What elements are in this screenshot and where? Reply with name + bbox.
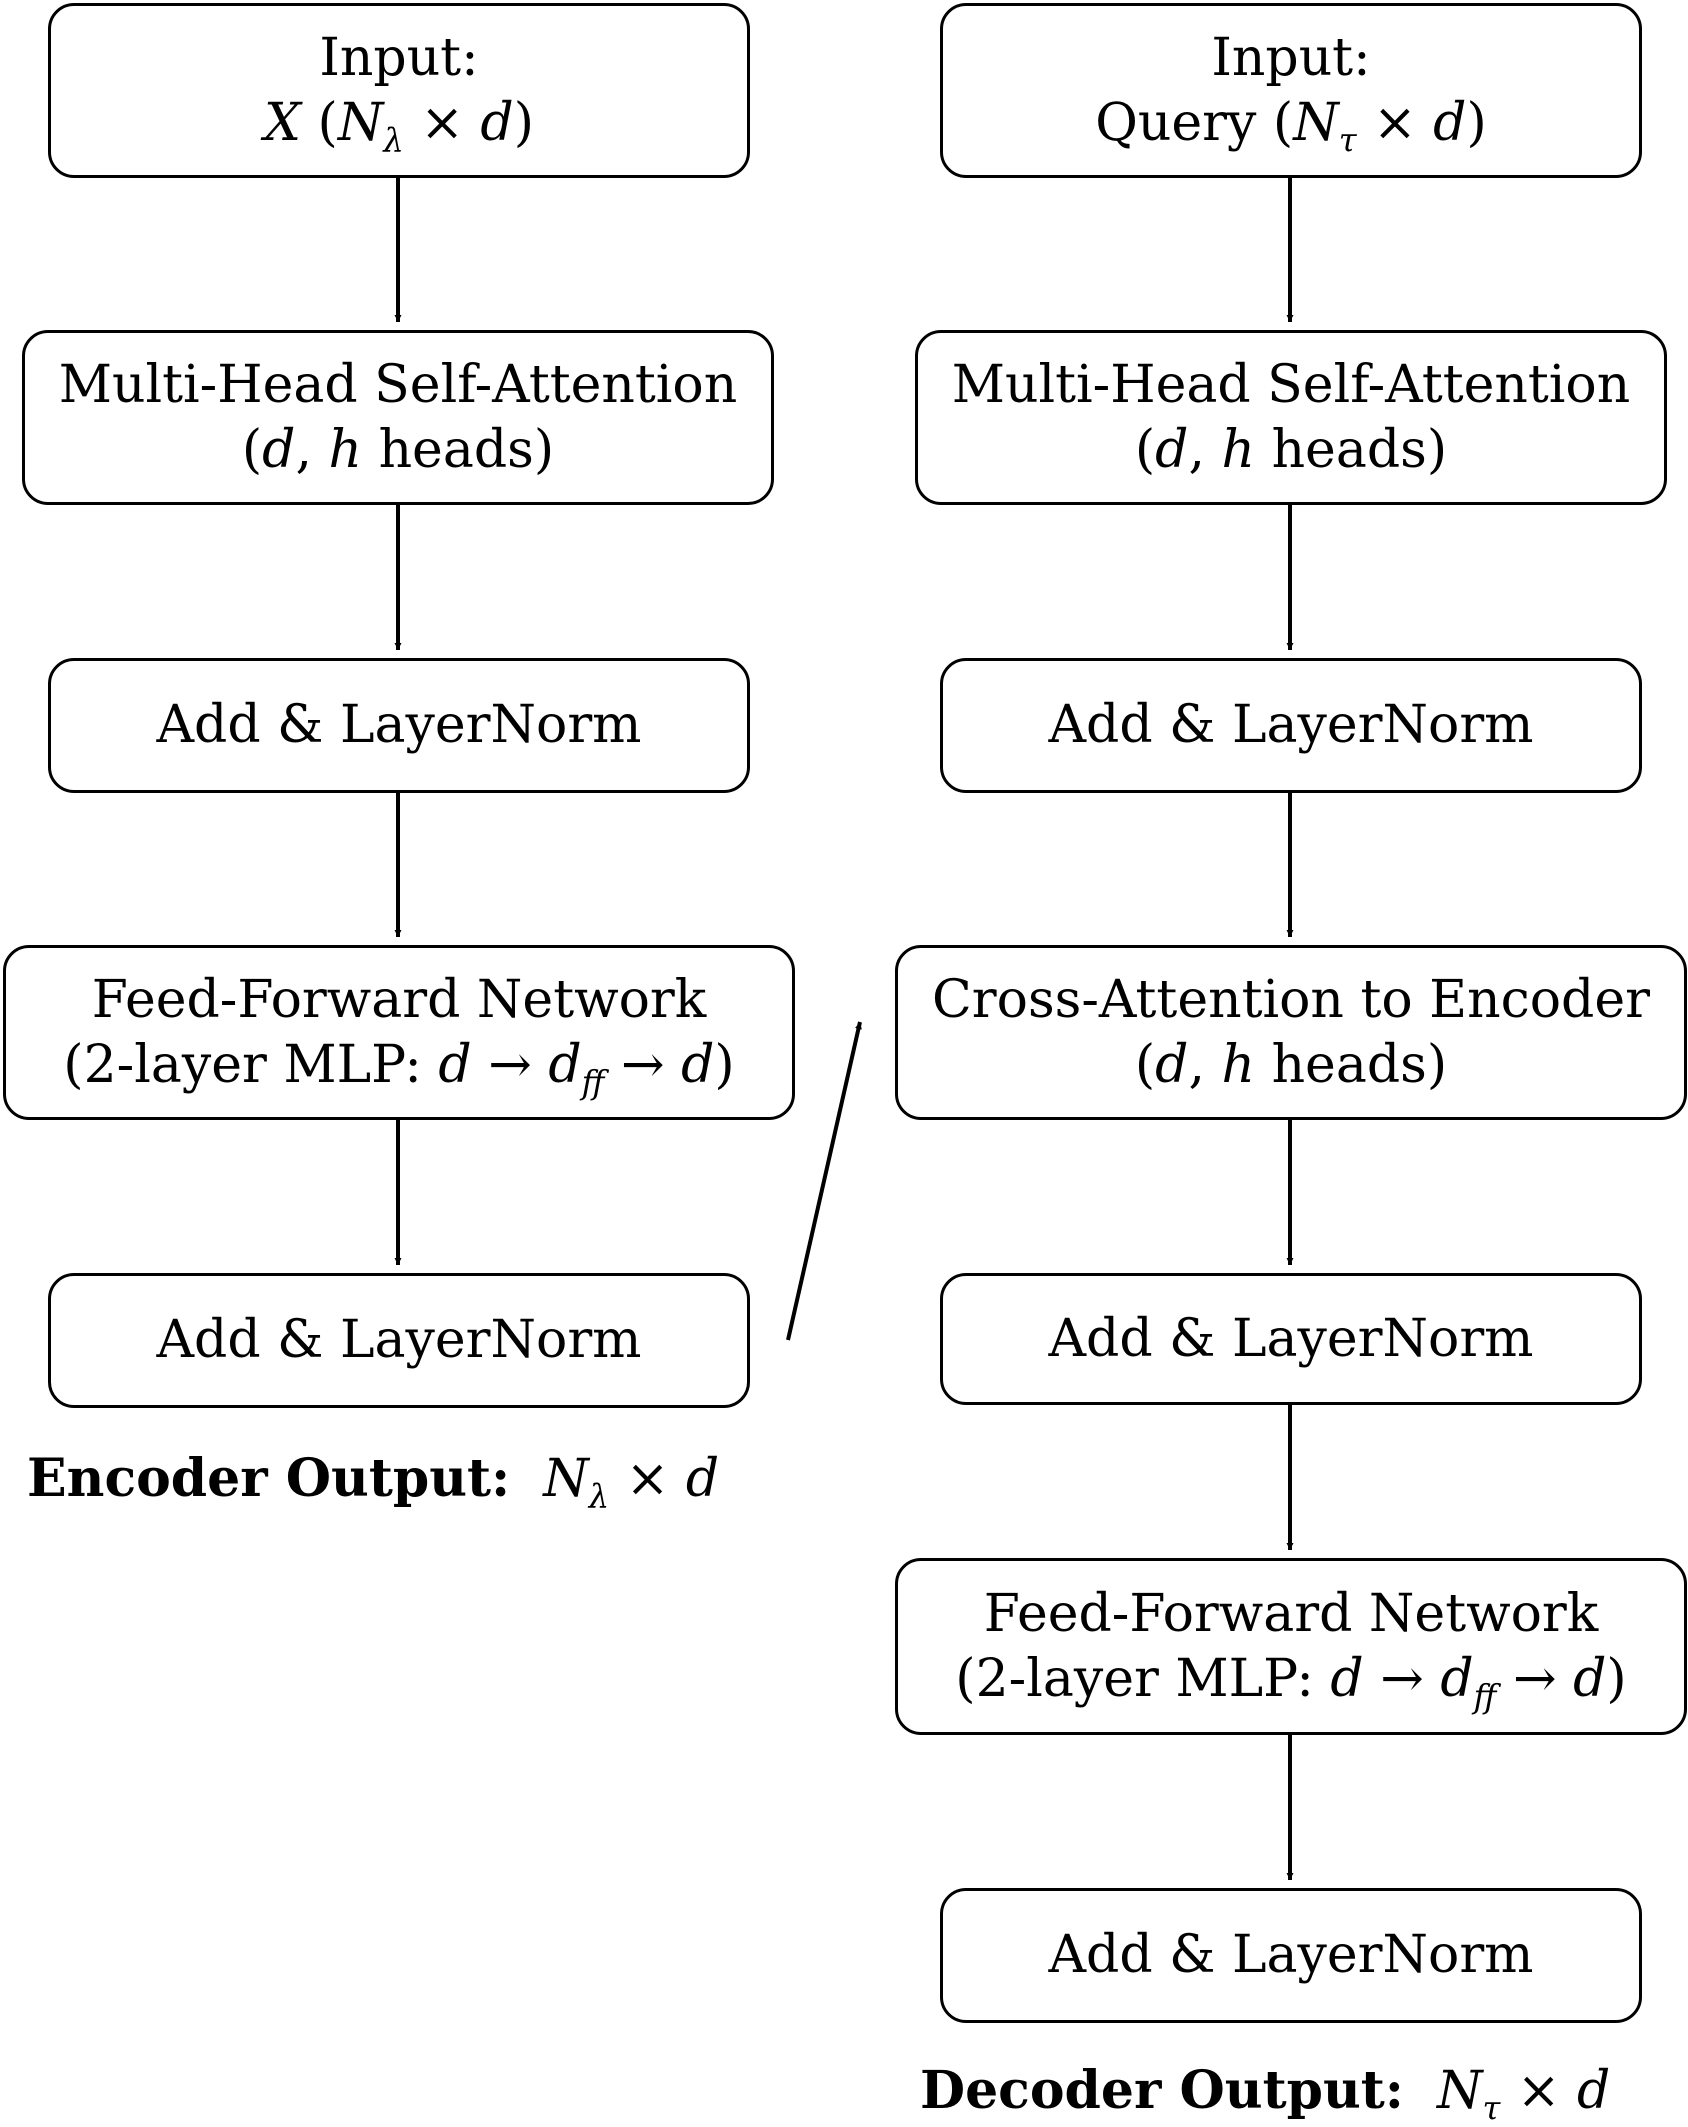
encoder-input-shape: X (Nλ × d)	[263, 92, 535, 159]
encoder-ffn-title: Feed-Forward Network	[91, 969, 707, 1030]
decoder-ffn-title: Feed-Forward Network	[983, 1583, 1599, 1644]
decoder-self-attention-params: (d, h heads)	[1134, 419, 1448, 480]
decoder-addnorm-2-box: Add & LayerNorm	[940, 1273, 1642, 1405]
encoder-self-attention-params: (d, h heads)	[241, 419, 555, 480]
decoder-ffn-params: (2-layer MLP: d → dff → d)	[955, 1648, 1627, 1715]
encoder-to-cross-attention-arrow	[786, 1021, 862, 1341]
encoder-output-caption: Encoder Output: Nλ × d	[27, 1448, 720, 1516]
decoder-cross-attention-params: (d, h heads)	[1134, 1034, 1448, 1095]
decoder-addnorm-2-label: Add & LayerNorm	[1048, 1308, 1534, 1369]
decoder-output-caption: Decoder Output: Nτ × d	[920, 2060, 1611, 2127]
decoder-input-title: Input:	[1211, 27, 1371, 88]
decoder-cross-attention-box: Cross-Attention to Encoder (d, h heads)	[895, 945, 1687, 1120]
encoder-addnorm-1-box: Add & LayerNorm	[48, 658, 750, 793]
encoder-self-attention-box: Multi-Head Self-Attention (d, h heads)	[22, 330, 774, 505]
decoder-addnorm-3-label: Add & LayerNorm	[1048, 1925, 1534, 1985]
decoder-ffn-box: Feed-Forward Network (2-layer MLP: d → d…	[895, 1558, 1687, 1735]
decoder-self-attention-title: Multi-Head Self-Attention	[951, 354, 1631, 415]
decoder-self-attention-box: Multi-Head Self-Attention (d, h heads)	[915, 330, 1667, 505]
encoder-addnorm-2-box: Add & LayerNorm	[48, 1273, 750, 1408]
encoder-ffn-box: Feed-Forward Network (2-layer MLP: d → d…	[3, 945, 795, 1120]
encoder-input-box: Input: X (Nλ × d)	[48, 3, 750, 178]
encoder-input-title: Input:	[319, 27, 479, 88]
decoder-addnorm-1-label: Add & LayerNorm	[1048, 695, 1534, 755]
decoder-addnorm-1-box: Add & LayerNorm	[940, 658, 1642, 793]
decoder-input-shape: Query (Nτ × d)	[1095, 92, 1487, 159]
encoder-addnorm-2-label: Add & LayerNorm	[156, 1310, 642, 1370]
encoder-ffn-params: (2-layer MLP: d → dff → d)	[63, 1034, 735, 1101]
encoder-self-attention-title: Multi-Head Self-Attention	[58, 354, 738, 415]
decoder-cross-attention-title: Cross-Attention to Encoder	[932, 969, 1650, 1030]
decoder-addnorm-3-box: Add & LayerNorm	[940, 1888, 1642, 2023]
encoder-addnorm-1-label: Add & LayerNorm	[156, 695, 642, 755]
decoder-input-box: Input: Query (Nτ × d)	[940, 3, 1642, 178]
